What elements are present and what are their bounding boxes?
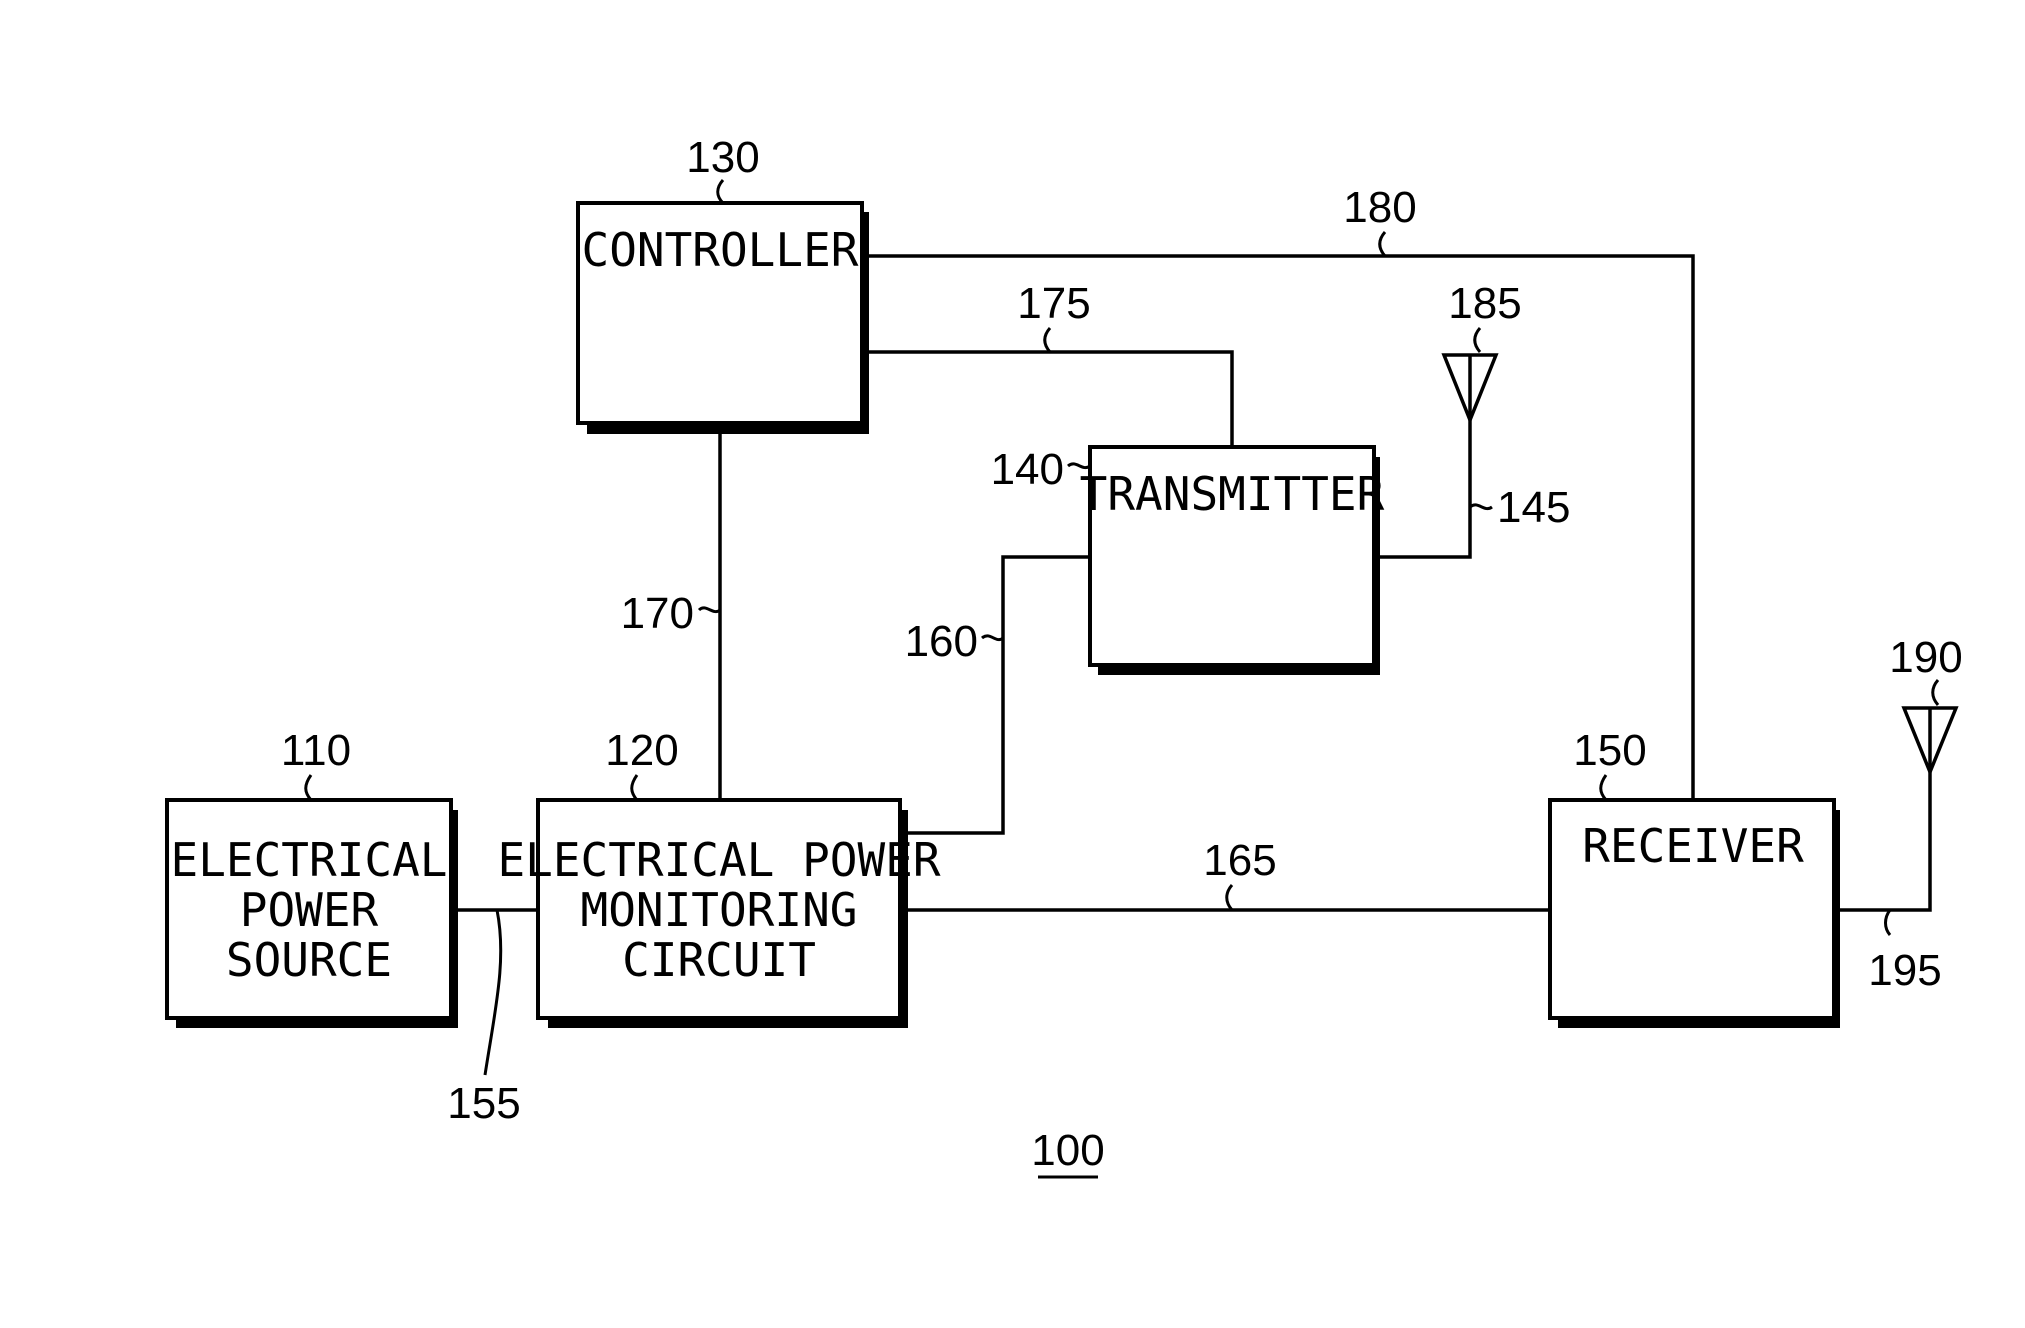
leader-160 <box>982 636 1003 640</box>
leader-185 <box>1475 328 1480 352</box>
leader-150 <box>1601 775 1606 800</box>
wire-175 <box>868 352 1232 447</box>
leader-140 <box>1068 464 1090 468</box>
leader-170 <box>699 608 720 612</box>
leader-165 <box>1227 885 1232 910</box>
ref-175: 175 <box>1017 279 1090 328</box>
ref-140: 140 <box>991 445 1064 494</box>
ref-150: 150 <box>1573 726 1646 775</box>
ref-185: 185 <box>1448 279 1521 328</box>
ref-160: 160 <box>905 617 978 666</box>
antenna-185-icon <box>1444 355 1496 420</box>
ref-155: 155 <box>447 1079 520 1128</box>
leader-195 <box>1886 910 1891 935</box>
ref-130: 130 <box>686 133 759 182</box>
receiver-label: RECEIVER <box>1582 819 1804 873</box>
wire-195 <box>1835 772 1930 910</box>
transmitter-label: TRANSMITTER <box>1080 467 1385 521</box>
leader-175 <box>1045 328 1050 352</box>
ref-145: 145 <box>1497 483 1570 532</box>
wire-160 <box>906 557 1090 833</box>
leader-145 <box>1470 505 1492 509</box>
monitoring-line-2: MONITORING <box>581 883 858 937</box>
leader-120 <box>632 775 637 800</box>
ref-165: 165 <box>1203 836 1276 885</box>
wire-145 <box>1375 420 1470 557</box>
monitoring-line-3: CIRCUIT <box>622 933 816 987</box>
ref-120: 120 <box>605 726 678 775</box>
controller-label: CONTROLLER <box>582 223 859 277</box>
leader-190 <box>1933 680 1938 705</box>
leader-110 <box>306 775 311 800</box>
ref-170: 170 <box>621 589 694 638</box>
leader-130 <box>718 180 723 203</box>
monitoring-line-1: ELECTRICAL POWER <box>497 833 940 887</box>
antenna-190-icon <box>1904 708 1956 772</box>
leader-155 <box>485 910 501 1075</box>
ref-195: 195 <box>1868 946 1941 995</box>
ref-110: 110 <box>281 726 351 775</box>
ref-180: 180 <box>1343 183 1416 232</box>
power-source-line-1: ELECTRICAL <box>171 833 448 887</box>
ref-190: 190 <box>1889 633 1962 682</box>
power-source-line-2: POWER <box>240 883 379 937</box>
power-source-line-3: SOURCE <box>226 933 392 987</box>
leader-180 <box>1380 232 1385 256</box>
figure-number: 100 <box>1031 1126 1104 1175</box>
